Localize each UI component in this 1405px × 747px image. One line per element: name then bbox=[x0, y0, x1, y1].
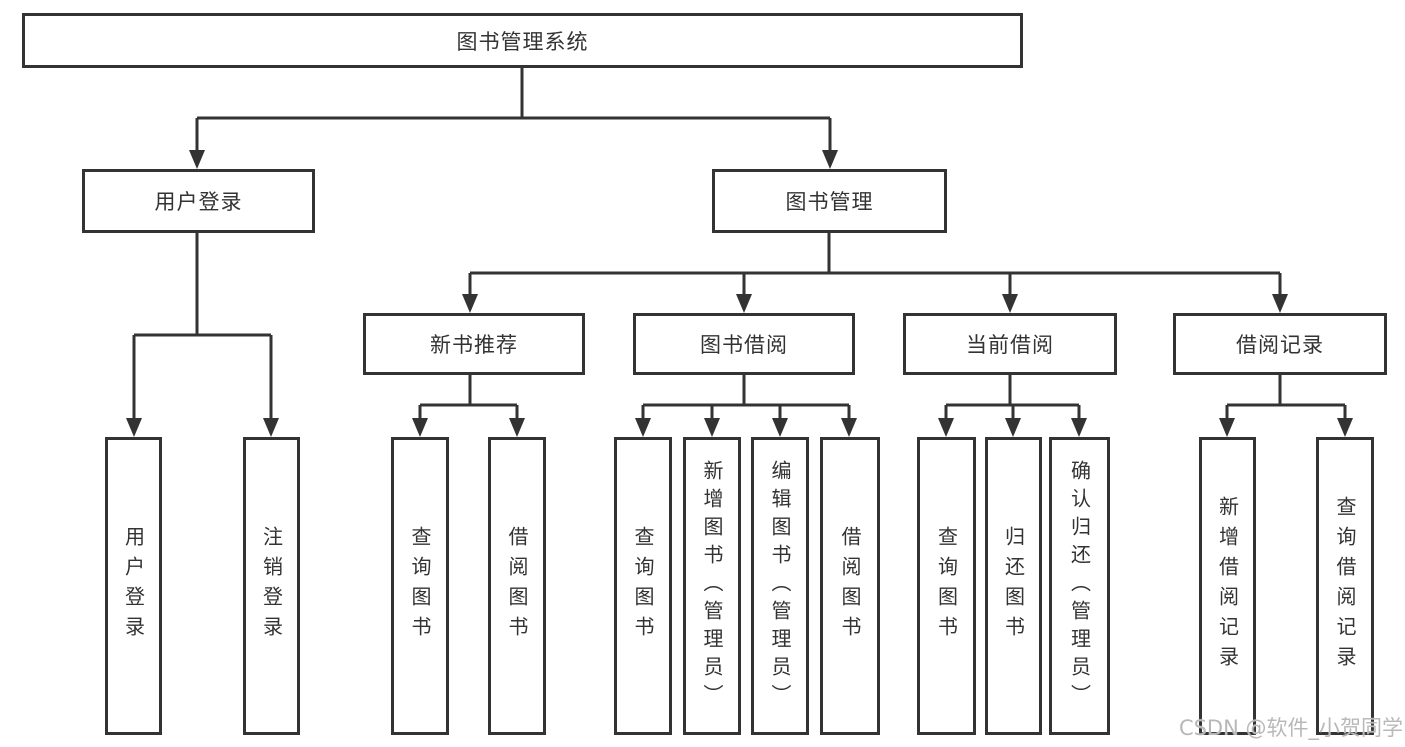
leaf-query-borrow-record-label: 查询借阅记录 bbox=[1333, 496, 1357, 676]
arrowhead bbox=[412, 418, 428, 437]
leaf-logout: 注销登录 bbox=[243, 437, 300, 735]
node-borrow-records: 借阅记录 bbox=[1173, 313, 1387, 375]
leaf-user-login: 用户登录 bbox=[105, 437, 162, 735]
arrowhead bbox=[704, 418, 720, 437]
leaf-query-books-3: 查询图书 bbox=[917, 437, 976, 735]
node-book-borrow-label: 图书借阅 bbox=[700, 333, 788, 357]
arrowhead bbox=[938, 418, 954, 437]
leaf-borrow-books-1-label: 借阅图书 bbox=[505, 526, 529, 646]
leaf-query-books-3-label: 查询图书 bbox=[934, 526, 959, 646]
leaf-add-borrow-record-label: 新增借阅记录 bbox=[1215, 496, 1240, 676]
leaf-return-books-label: 归还图书 bbox=[1001, 526, 1026, 646]
arrowhead bbox=[1005, 418, 1021, 437]
csdn-watermark: CSDN @软件_小贺同学 bbox=[1178, 716, 1403, 740]
leaf-edit-books-admin-label: 编辑图书（管理员） bbox=[768, 460, 792, 712]
arrowhead bbox=[1002, 294, 1018, 313]
leaf-edit-books-admin: 编辑图书（管理员） bbox=[751, 437, 809, 735]
node-book-management-label: 图书管理 bbox=[785, 190, 874, 214]
leaf-borrow-books-2: 借阅图书 bbox=[820, 437, 880, 735]
arrowhead bbox=[462, 294, 478, 313]
arrowhead bbox=[736, 294, 752, 313]
leaf-borrow-books-1: 借阅图书 bbox=[488, 437, 546, 735]
node-root-label: 图书管理系统 bbox=[456, 29, 589, 54]
arrowhead bbox=[822, 150, 838, 169]
node-new-book-recommend: 新书推荐 bbox=[363, 313, 585, 375]
arrowhead bbox=[841, 418, 857, 437]
node-book-borrow: 图书借阅 bbox=[633, 313, 855, 375]
arrowheads bbox=[126, 150, 1353, 437]
arrowhead bbox=[772, 418, 788, 437]
node-new-book-recommend-label: 新书推荐 bbox=[430, 333, 518, 357]
node-user-login: 用户登录 bbox=[82, 169, 315, 233]
arrowhead bbox=[263, 418, 279, 437]
node-current-borrow-label: 当前借阅 bbox=[966, 333, 1054, 357]
leaf-confirm-return-admin: 确认归还（管理员） bbox=[1049, 437, 1110, 735]
leaf-return-books: 归还图书 bbox=[985, 437, 1042, 735]
leaf-add-borrow-record: 新增借阅记录 bbox=[1199, 437, 1256, 735]
arrowhead bbox=[635, 418, 651, 437]
arrowhead bbox=[189, 150, 205, 169]
arrowhead bbox=[1071, 418, 1087, 437]
leaf-add-books-admin-label: 新增图书（管理员） bbox=[700, 460, 724, 712]
node-borrow-records-label: 借阅记录 bbox=[1236, 333, 1324, 357]
leaf-confirm-return-admin-label: 确认归还（管理员） bbox=[1067, 460, 1092, 712]
leaf-query-books-1: 查询图书 bbox=[391, 437, 449, 735]
node-book-management: 图书管理 bbox=[712, 169, 947, 233]
leaf-query-borrow-record: 查询借阅记录 bbox=[1316, 437, 1374, 735]
arrowhead bbox=[126, 418, 142, 437]
leaf-query-books-2-label: 查询图书 bbox=[631, 526, 655, 646]
node-current-borrow: 当前借阅 bbox=[903, 313, 1117, 375]
leaf-add-books-admin: 新增图书（管理员） bbox=[683, 437, 741, 735]
connector-paths bbox=[132, 68, 1347, 426]
arrowhead bbox=[1272, 294, 1288, 313]
leaf-borrow-books-2-label: 借阅图书 bbox=[838, 526, 862, 646]
arrowhead bbox=[509, 418, 525, 437]
leaf-logout-label: 注销登录 bbox=[259, 526, 284, 646]
leaf-user-login-label: 用户登录 bbox=[121, 526, 146, 646]
node-root: 图书管理系统 bbox=[22, 13, 1023, 68]
leaf-query-books-2: 查询图书 bbox=[614, 437, 672, 735]
arrowhead bbox=[1219, 418, 1235, 437]
node-user-login-label: 用户登录 bbox=[154, 190, 243, 214]
leaf-query-books-1-label: 查询图书 bbox=[408, 526, 432, 646]
arrowhead bbox=[1337, 418, 1353, 437]
